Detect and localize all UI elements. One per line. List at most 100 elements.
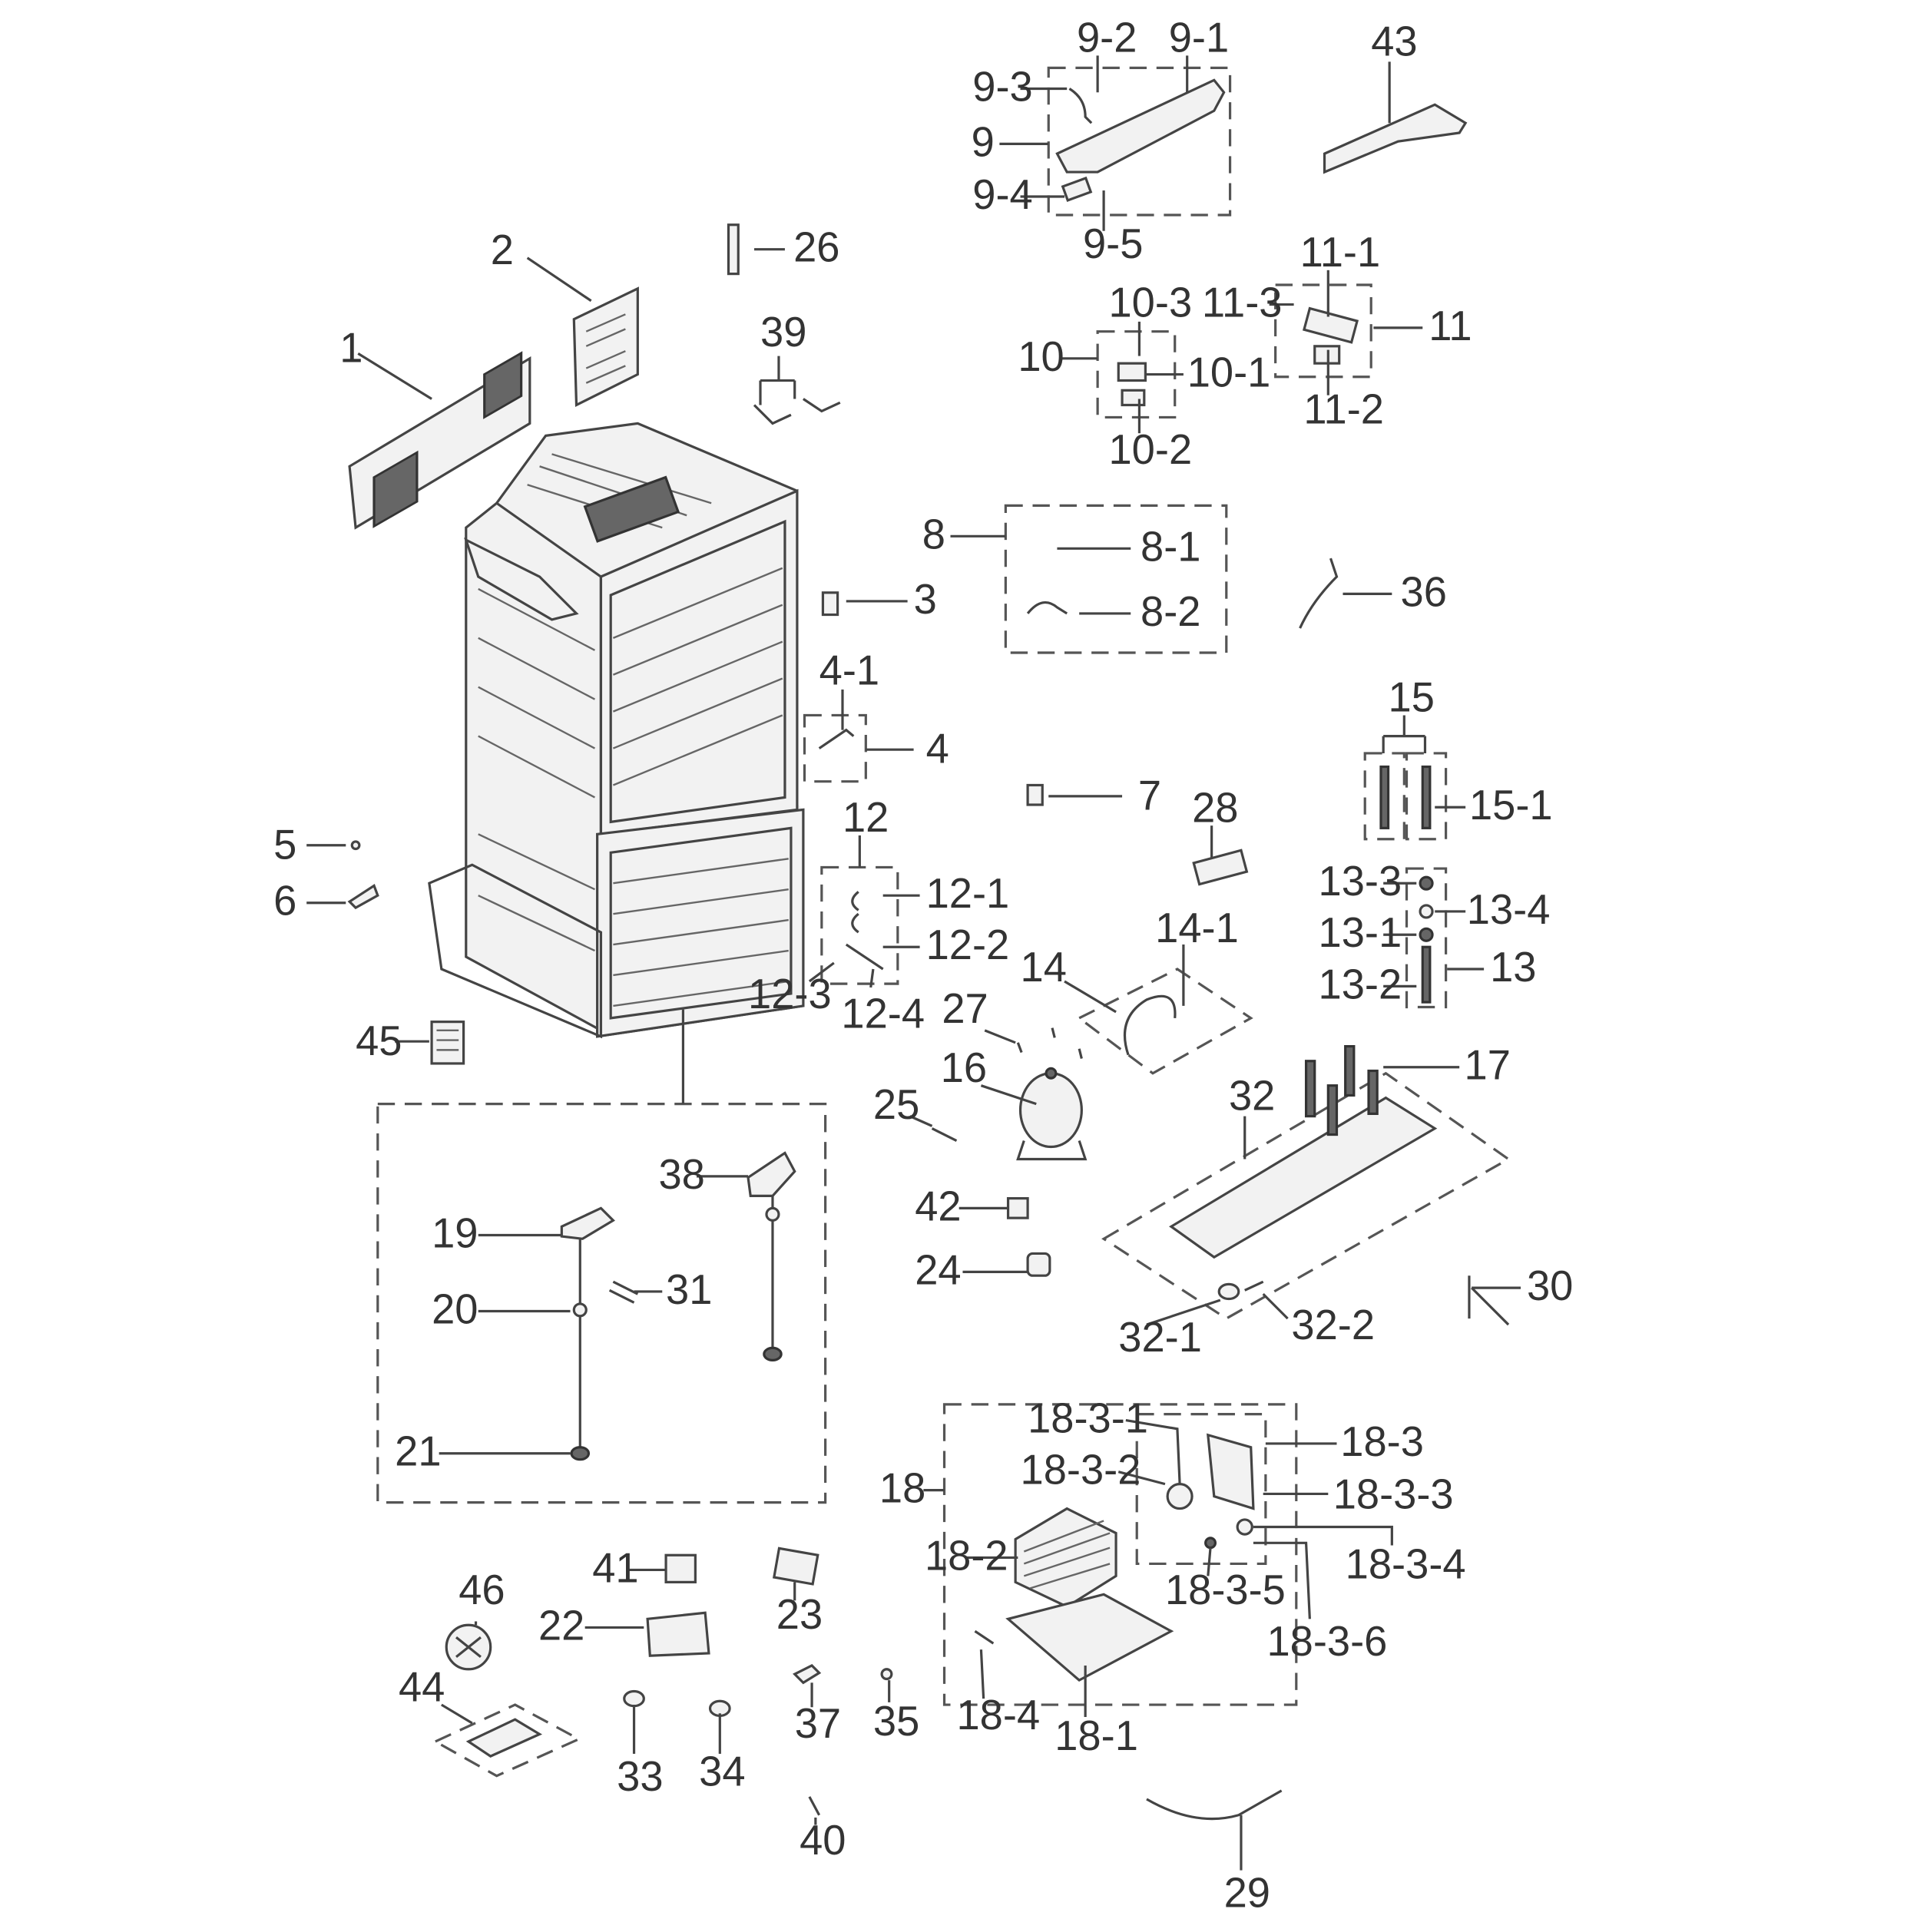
part-3: [821, 591, 839, 617]
label-18-3-6: 18-3-6: [1266, 1618, 1387, 1665]
label-18-3-5: 18-3-5: [1165, 1566, 1286, 1613]
assembly-box-15b: [1405, 752, 1448, 841]
label-20: 20: [432, 1285, 478, 1332]
label-41: 41: [592, 1544, 638, 1591]
label-18-3: 18-3: [1340, 1418, 1424, 1465]
part-18-2: [1014, 1507, 1117, 1609]
label-8-1: 8-1: [1141, 523, 1200, 570]
label-11: 11: [1429, 303, 1472, 349]
label-3: 3: [914, 576, 937, 623]
label-13-2: 13-2: [1319, 961, 1402, 1007]
part-12-2: [845, 943, 884, 971]
assembly-box-lower-left: [376, 1103, 827, 1504]
part-12-1: [851, 891, 859, 934]
part-35: [880, 1668, 893, 1681]
part-36: [1299, 557, 1339, 629]
assembly-box-44: [432, 1703, 582, 1778]
label-12: 12: [843, 794, 889, 841]
part-32-1: [1217, 1282, 1240, 1301]
assembly-box-32: [1101, 1071, 1511, 1320]
label-21: 21: [395, 1428, 441, 1475]
label-12-3: 12-3: [748, 971, 832, 1017]
label-39: 39: [760, 309, 806, 356]
part-13-2: [1421, 945, 1432, 1004]
part-22: [646, 1611, 710, 1657]
label-22: 22: [538, 1602, 584, 1649]
label-38: 38: [658, 1151, 704, 1198]
label-23: 23: [776, 1591, 823, 1638]
label-46: 46: [459, 1566, 505, 1613]
label-35: 35: [873, 1698, 919, 1745]
part-37: [793, 1664, 822, 1685]
label-18-1: 18-1: [1054, 1712, 1138, 1759]
assembly-box-15a: [1363, 752, 1405, 841]
label-42: 42: [915, 1183, 961, 1229]
label-9-4: 9-4: [972, 171, 1032, 218]
label-32: 32: [1229, 1073, 1275, 1120]
part-8-2: [1026, 600, 1068, 615]
label-32-2: 32-2: [1291, 1302, 1375, 1348]
assembly-box-8: [1004, 504, 1228, 654]
label-12-1: 12-1: [926, 870, 1010, 917]
label-18-3-1: 18-3-1: [1028, 1395, 1148, 1442]
part-39: [753, 398, 841, 425]
label-6: 6: [273, 878, 296, 925]
label-9-3: 9-3: [972, 63, 1032, 110]
assembly-box-18-3: [1135, 1413, 1267, 1566]
label-11-1: 11-1: [1300, 229, 1381, 276]
label-11-2: 11-2: [1303, 385, 1384, 432]
part-41: [664, 1553, 697, 1583]
part-42: [1006, 1196, 1029, 1219]
label-10-2: 10-2: [1108, 426, 1192, 473]
leader-lines: [306, 55, 1521, 1871]
assembly-box-12: [820, 865, 899, 985]
assembly-box-9: [1047, 66, 1232, 217]
part-18-3-6: [1236, 1518, 1253, 1536]
back-panel-1: [348, 351, 531, 530]
part-18-3-5: [1204, 1537, 1217, 1550]
label-9-5: 9-5: [1083, 220, 1143, 267]
part-45: [430, 1021, 465, 1065]
callouts: 9-2 9-1 9-3 9 9-4 9-5 43 26 2 1 39 10-3 …: [273, 15, 1573, 1917]
part-30: [1468, 1275, 1510, 1326]
part-43: [1323, 103, 1468, 174]
label-7: 7: [1138, 772, 1161, 819]
part-6: [347, 883, 379, 910]
label-45: 45: [356, 1017, 402, 1064]
label-18-4: 18-4: [956, 1692, 1040, 1738]
label-8: 8: [922, 511, 945, 557]
label-1: 1: [339, 325, 363, 372]
part-26: [727, 223, 740, 276]
part-44: [465, 1718, 543, 1758]
label-37: 37: [795, 1700, 841, 1747]
label-44: 44: [399, 1663, 445, 1710]
part-27: [1016, 1027, 1083, 1059]
label-12-4: 12-4: [841, 991, 925, 1037]
label-27: 27: [942, 985, 988, 1032]
label-29: 29: [1224, 1870, 1270, 1917]
label-4-1: 4-1: [819, 647, 879, 694]
label-14: 14: [1021, 944, 1067, 991]
label-16: 16: [941, 1044, 987, 1091]
part-24: [1026, 1252, 1051, 1277]
label-18-3-3: 18-3-3: [1333, 1471, 1454, 1518]
label-33: 33: [617, 1753, 663, 1800]
part-10-1: [1117, 362, 1147, 382]
part-15-1: [1421, 765, 1432, 829]
label-43: 43: [1371, 18, 1417, 65]
part-32-2: [1244, 1280, 1264, 1292]
part-7: [1026, 783, 1044, 806]
label-13-1: 13-1: [1319, 909, 1402, 956]
label-11-3: 11-3: [1202, 280, 1283, 326]
part-18-3-1: [1166, 1483, 1194, 1510]
part-9-4: [1061, 176, 1093, 202]
part-18-4: [974, 1629, 995, 1645]
part-21: [570, 1446, 591, 1461]
assembly-box-11: [1274, 283, 1372, 379]
label-10-3: 10-3: [1108, 280, 1192, 326]
label-18-3-4: 18-3-4: [1346, 1541, 1466, 1588]
part-11-1: [1302, 306, 1359, 344]
part-33: [623, 1689, 645, 1708]
label-9: 9: [972, 118, 995, 165]
label-13: 13: [1490, 944, 1536, 991]
